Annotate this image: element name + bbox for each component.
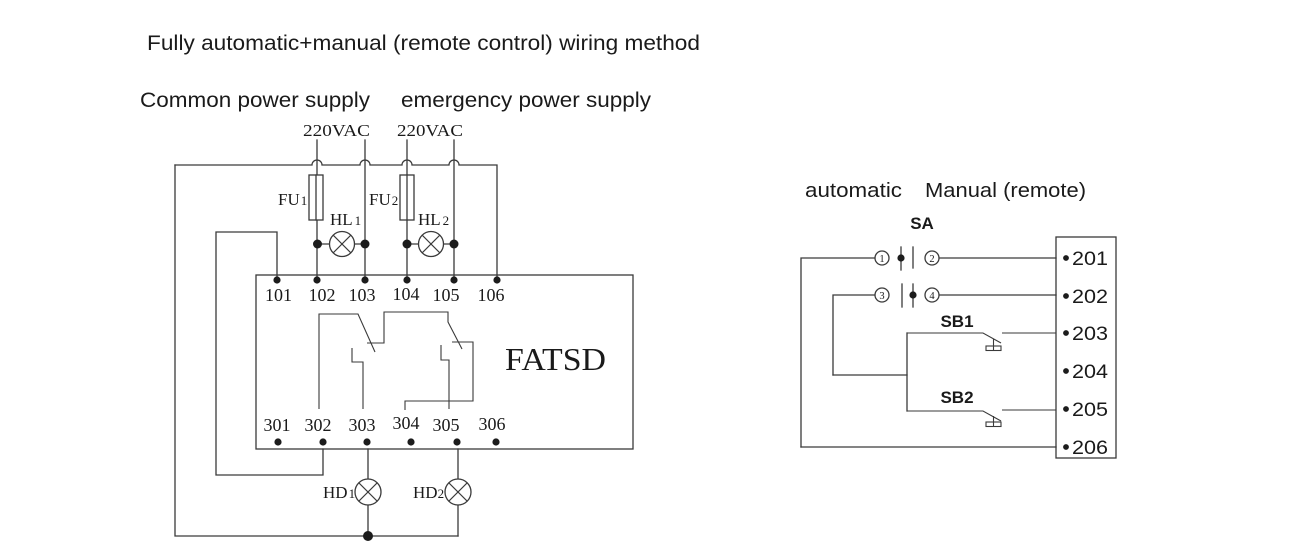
terminal-dot-105 — [450, 276, 458, 284]
terminal-label-201: 201 — [1072, 249, 1108, 270]
terminal-label-205: 205 — [1072, 400, 1108, 421]
terminal-label-302: 302 — [305, 415, 332, 435]
terminal-dot-203 — [1063, 330, 1069, 336]
emergency-supply-label: emergency power supply — [401, 89, 652, 112]
terminal-dot-201 — [1063, 255, 1069, 261]
terminal-label-304: 304 — [393, 413, 420, 433]
fuse-fu2-label: FU2 — [369, 190, 398, 209]
terminal-dot-104 — [403, 276, 411, 284]
fuse-fu1-index: 1 — [301, 193, 308, 208]
junction-dot-common-return — [363, 531, 373, 541]
output-lamp-hd1-label: HD1 — [323, 483, 355, 502]
mode-label-manual: Manual (remote) — [925, 180, 1086, 202]
terminal-dot-106 — [493, 276, 501, 284]
right-control-diagram: automatic Manual (remote) SA 1 2 3 — [800, 180, 1117, 459]
terminal-label-203: 203 — [1072, 324, 1108, 345]
fatsd-device-box — [255, 274, 634, 450]
terminal-label-103: 103 — [349, 285, 376, 305]
diagram-title: Fully automatic+manual (remote control) … — [147, 32, 700, 55]
wire-contact-1-return — [800, 257, 876, 448]
selector-contact-1-icon: 1 — [874, 250, 890, 266]
terminal-label-206: 206 — [1072, 438, 1108, 459]
terminal-label-306: 306 — [479, 414, 506, 434]
terminal-dot-204 — [1063, 368, 1069, 374]
push-button-sb2-icon — [907, 409, 1056, 428]
terminal-dot-103 — [361, 276, 369, 284]
contact-1-number: 1 — [879, 254, 884, 265]
selector-pivot-dot-4 — [909, 291, 917, 299]
hl1-name: HL — [330, 210, 353, 229]
terminal-strip — [1055, 236, 1117, 459]
terminal-dot-202 — [1063, 293, 1069, 299]
hl2-name: HL — [418, 210, 441, 229]
hl1-index: 1 — [355, 213, 362, 228]
contact-4-number: 4 — [929, 291, 935, 302]
common-voltage-label: 220VAC — [303, 121, 370, 140]
terminal-label-202: 202 — [1072, 287, 1108, 308]
output-lamp-hd2-icon — [444, 448, 472, 537]
terminal-label-305: 305 — [433, 415, 460, 435]
terminal-dot-102 — [313, 276, 321, 284]
terminal-dot-205 — [1063, 406, 1069, 412]
terminal-dot-206 — [1063, 444, 1069, 450]
relay-contact-304 — [404, 341, 474, 410]
terminal-label-105: 105 — [433, 285, 460, 305]
terminal-label-106: 106 — [478, 285, 505, 305]
wire-contact-3-to-buttons — [832, 294, 876, 376]
output-lamp-hd2-label: HD2 — [413, 483, 444, 502]
relay-contact-302-arm — [318, 313, 376, 409]
fuse-fu1-name: FU — [278, 190, 300, 209]
push-button-sb1-icon — [907, 332, 1056, 352]
emergency-voltage-label: 220VAC — [397, 121, 463, 140]
fuse-fu1-label: FU1 — [278, 190, 307, 209]
hd1-index: 1 — [349, 486, 356, 501]
wire-101-to-302 — [215, 231, 324, 476]
terminal-label-104: 104 — [393, 284, 420, 304]
hd2-name: HD — [413, 483, 438, 502]
hd2-index: 2 — [438, 486, 445, 501]
terminal-dot-306 — [492, 438, 500, 446]
terminal-dot-302 — [319, 438, 327, 446]
wire-106-crossover — [174, 159, 498, 281]
selector-contact-2-icon: 2 — [924, 250, 940, 266]
terminal-dot-303 — [363, 438, 371, 446]
contact-2-number: 2 — [929, 254, 934, 265]
terminal-label-204: 204 — [1072, 362, 1108, 383]
common-supply-label: Common power supply — [140, 89, 371, 112]
terminal-dot-101 — [273, 276, 281, 284]
mode-label-automatic: automatic — [805, 180, 902, 202]
hl2-index: 2 — [443, 213, 450, 228]
relay-contact-305 — [440, 345, 450, 409]
terminal-dot-301 — [274, 438, 282, 446]
selector-contact-3-icon: 3 — [874, 287, 890, 303]
device-name: FATSD — [505, 341, 606, 377]
terminal-label-301: 301 — [264, 415, 291, 435]
terminal-label-102: 102 — [309, 285, 336, 305]
relay-contact-common-bridge — [367, 311, 463, 350]
indicator-lamp-hl1-icon — [313, 230, 370, 258]
contact-3-number: 3 — [879, 291, 884, 302]
terminal-dot-305 — [453, 438, 461, 446]
push-button-sb2-label: SB2 — [940, 388, 973, 407]
terminal-dot-304 — [407, 438, 415, 446]
relay-contact-303 — [351, 348, 364, 409]
output-lamp-hd1-icon — [354, 448, 382, 537]
fuse-fu2-index: 2 — [392, 193, 399, 208]
terminal-label-101: 101 — [265, 285, 292, 305]
selector-switch-label: SA — [910, 214, 934, 233]
indicator-lamp-hl2-icon — [402, 230, 459, 258]
selector-pivot-dot-1 — [897, 254, 905, 262]
hd1-name: HD — [323, 483, 348, 502]
selector-contact-4-icon: 4 — [924, 287, 940, 303]
push-button-sb1-label: SB1 — [940, 312, 973, 331]
terminal-label-303: 303 — [349, 415, 376, 435]
fuse-fu2-name: FU — [369, 190, 391, 209]
